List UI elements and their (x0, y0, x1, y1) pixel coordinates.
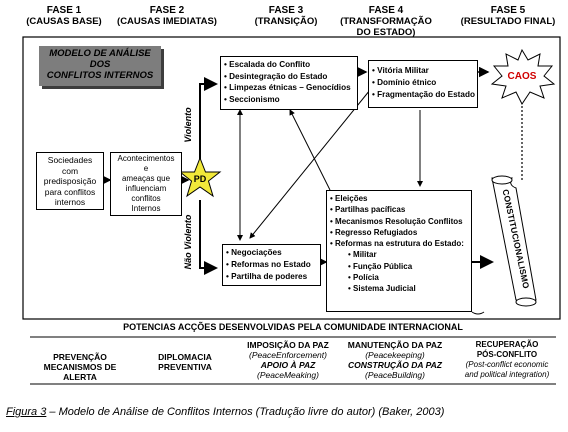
phase-title: FASE 2 (149, 5, 185, 16)
box-line: Acontecimentos (117, 154, 175, 163)
diagram-frame (22, 36, 561, 320)
model-title-line: MODELO DE ANÁLISE (49, 48, 151, 59)
action-line: RECUPERAÇÃO (475, 340, 539, 349)
model-title-line: DOS (89, 59, 111, 70)
phase-subtitle: (CAUSAS BASE) (26, 16, 102, 27)
box-subline: • Função Pública (348, 261, 413, 271)
arrow-nonviolent-path (199, 200, 218, 275)
figure-caption-text: – Modelo de Análise de Conflitos Interno… (46, 406, 445, 418)
arrow-victory-negotiations (249, 89, 371, 239)
box-line: Internos (131, 204, 161, 213)
phase-header-3: FASE 3 (TRANSIÇÃO) (246, 5, 326, 27)
box-line: • Seccionismo (224, 94, 280, 104)
box-line: • Reformas na estrutura do Estado: (330, 239, 464, 249)
box-line: • Desintegração do Estado (224, 71, 328, 81)
action-line: (Peacekeeping) (365, 350, 425, 360)
escalation-box: • Escalada do Conflito • Desintegração d… (220, 56, 358, 110)
model-title-box: MODELO DE ANÁLISE DOS CONFLITOS INTERNOS (39, 46, 161, 86)
pd-star (178, 156, 222, 198)
victory-box: • Vitória Militar • Domínio étnico • Fra… (368, 60, 478, 108)
box-line: internos (54, 197, 86, 207)
action-peacekeeping: MANUTENÇÃO DA PAZ (Peacekeeping) CONSTRU… (340, 340, 450, 380)
action-diplomacy: DIPLOMACIA PREVENTIVA (138, 352, 232, 372)
phase-title: FASE 5 (490, 5, 526, 16)
action-line: (Post-conflict economic (465, 360, 549, 369)
phase-title: FASE 3 (268, 5, 304, 16)
phase-header-1: FASE 1 (CAUSAS BASE) (24, 5, 104, 27)
box-line: • Fragmentação do Estado (372, 90, 475, 99)
action-line: MANUTENÇÃO DA PAZ (347, 340, 443, 350)
action-line: DIPLOMACIA (158, 352, 212, 362)
phase-subtitle: (TRANSFORMAÇÃO DO ESTADO) (340, 16, 432, 38)
box-line: • Regresso Refugiados (330, 227, 418, 237)
box-line: • Mecanismos Resolução Conflitos (330, 216, 463, 226)
action-line: and political integration) (464, 370, 550, 379)
box-line: • Negociações (226, 248, 282, 257)
chaos-burst (490, 48, 556, 105)
chaos-label: CAOS (507, 71, 537, 82)
constitution-scroll (491, 175, 537, 307)
phase-header-5: FASE 5 (RESULTADO FINAL) (452, 5, 564, 27)
pd-label: PD (193, 174, 207, 184)
box-line: • Partilhas pacíficas (330, 205, 406, 215)
events-box: Acontecimentos e ameaças que influenciam… (110, 152, 182, 216)
negotiations-box: • Negociações • Reformas no Estado • Par… (222, 244, 321, 286)
phase-title: FASE 1 (46, 5, 82, 16)
box-line: com (61, 165, 79, 176)
figure-number: Figura 3 (6, 406, 47, 418)
elections-box: • Eleições • Partilhas pacíficas • Mecan… (326, 190, 472, 312)
action-line: IMPOSIÇÃO DA PAZ (247, 340, 329, 350)
societies-box: Sociedades com predisposição para confli… (36, 152, 104, 210)
action-line: CONSTRUÇÃO DA PAZ (348, 360, 442, 370)
action-line: (PeaceBuilding) (364, 370, 425, 380)
elections-scroll-tail (471, 311, 485, 315)
box-line: • Limpezas étnicas – Genocídios (224, 83, 351, 92)
action-line: (PeaceMeaking) (257, 370, 319, 380)
box-line: • Reformas no Estado (226, 260, 311, 269)
phase-header-2: FASE 2 (CAUSAS IMEDIATAS) (112, 5, 222, 27)
box-line: • Vitória Militar (372, 66, 429, 75)
box-line: e (143, 164, 149, 173)
box-line: • Eleições (330, 194, 368, 203)
box-subline: • Polícia (348, 273, 379, 283)
box-line: para conflitos (44, 186, 96, 197)
non-violent-label: Não Violento (183, 214, 193, 270)
box-line: influenciam (125, 184, 167, 193)
box-subline: • Sistema Judicial (348, 284, 416, 294)
box-subline: • Militar (348, 250, 377, 260)
box-line: • Partilha de poderes (226, 272, 308, 281)
intl-title: POTENCIAS ACÇÕES DESENVOLVIDAS PELA COMU… (123, 322, 463, 332)
action-line: MECANISMOS DE ALERTA (43, 362, 117, 382)
phase-subtitle: (RESULTADO FINAL) (460, 16, 556, 27)
phase-subtitle: (TRANSIÇÃO) (254, 16, 318, 27)
box-line: • Escalada do Conflito (224, 60, 311, 69)
action-line: PREVENÇÃO (53, 352, 107, 362)
box-line: Sociedades (47, 155, 93, 165)
action-line: (PeaceEnforcement) (249, 350, 327, 360)
action-line: PREVENTIVA (158, 362, 212, 372)
action-line: PÓS-CONFLITO (476, 350, 538, 359)
action-line: APOIO À PAZ (260, 360, 316, 370)
action-recovery: RECUPERAÇÃO PÓS-CONFLITO (Post-conflict … (452, 340, 562, 380)
phase-subtitle: (CAUSAS IMEDIATAS) (117, 16, 217, 27)
box-line: • Domínio étnico (372, 78, 437, 87)
phase-title: FASE 4 (368, 5, 404, 16)
action-peace-enforcement: IMPOSIÇÃO DA PAZ (PeaceEnforcement) APOI… (236, 340, 340, 380)
box-line: predisposição (43, 176, 97, 186)
arrow-violent-path (199, 77, 218, 160)
violent-label: Violento (183, 107, 193, 143)
model-title-line: CONFLITOS INTERNOS (46, 70, 154, 81)
phase-header-4: FASE 4 (TRANSFORMAÇÃO DO ESTADO) (338, 5, 434, 38)
figure-caption: Figura 3 – Modelo de Análise de Conflito… (6, 406, 444, 418)
arrow-elections-escalation (289, 109, 331, 191)
action-prevention: PREVENÇÃO MECANISMOS DE ALERTA (28, 352, 132, 382)
box-line: ameaças que (121, 174, 171, 183)
box-line: conflitos (131, 194, 161, 203)
